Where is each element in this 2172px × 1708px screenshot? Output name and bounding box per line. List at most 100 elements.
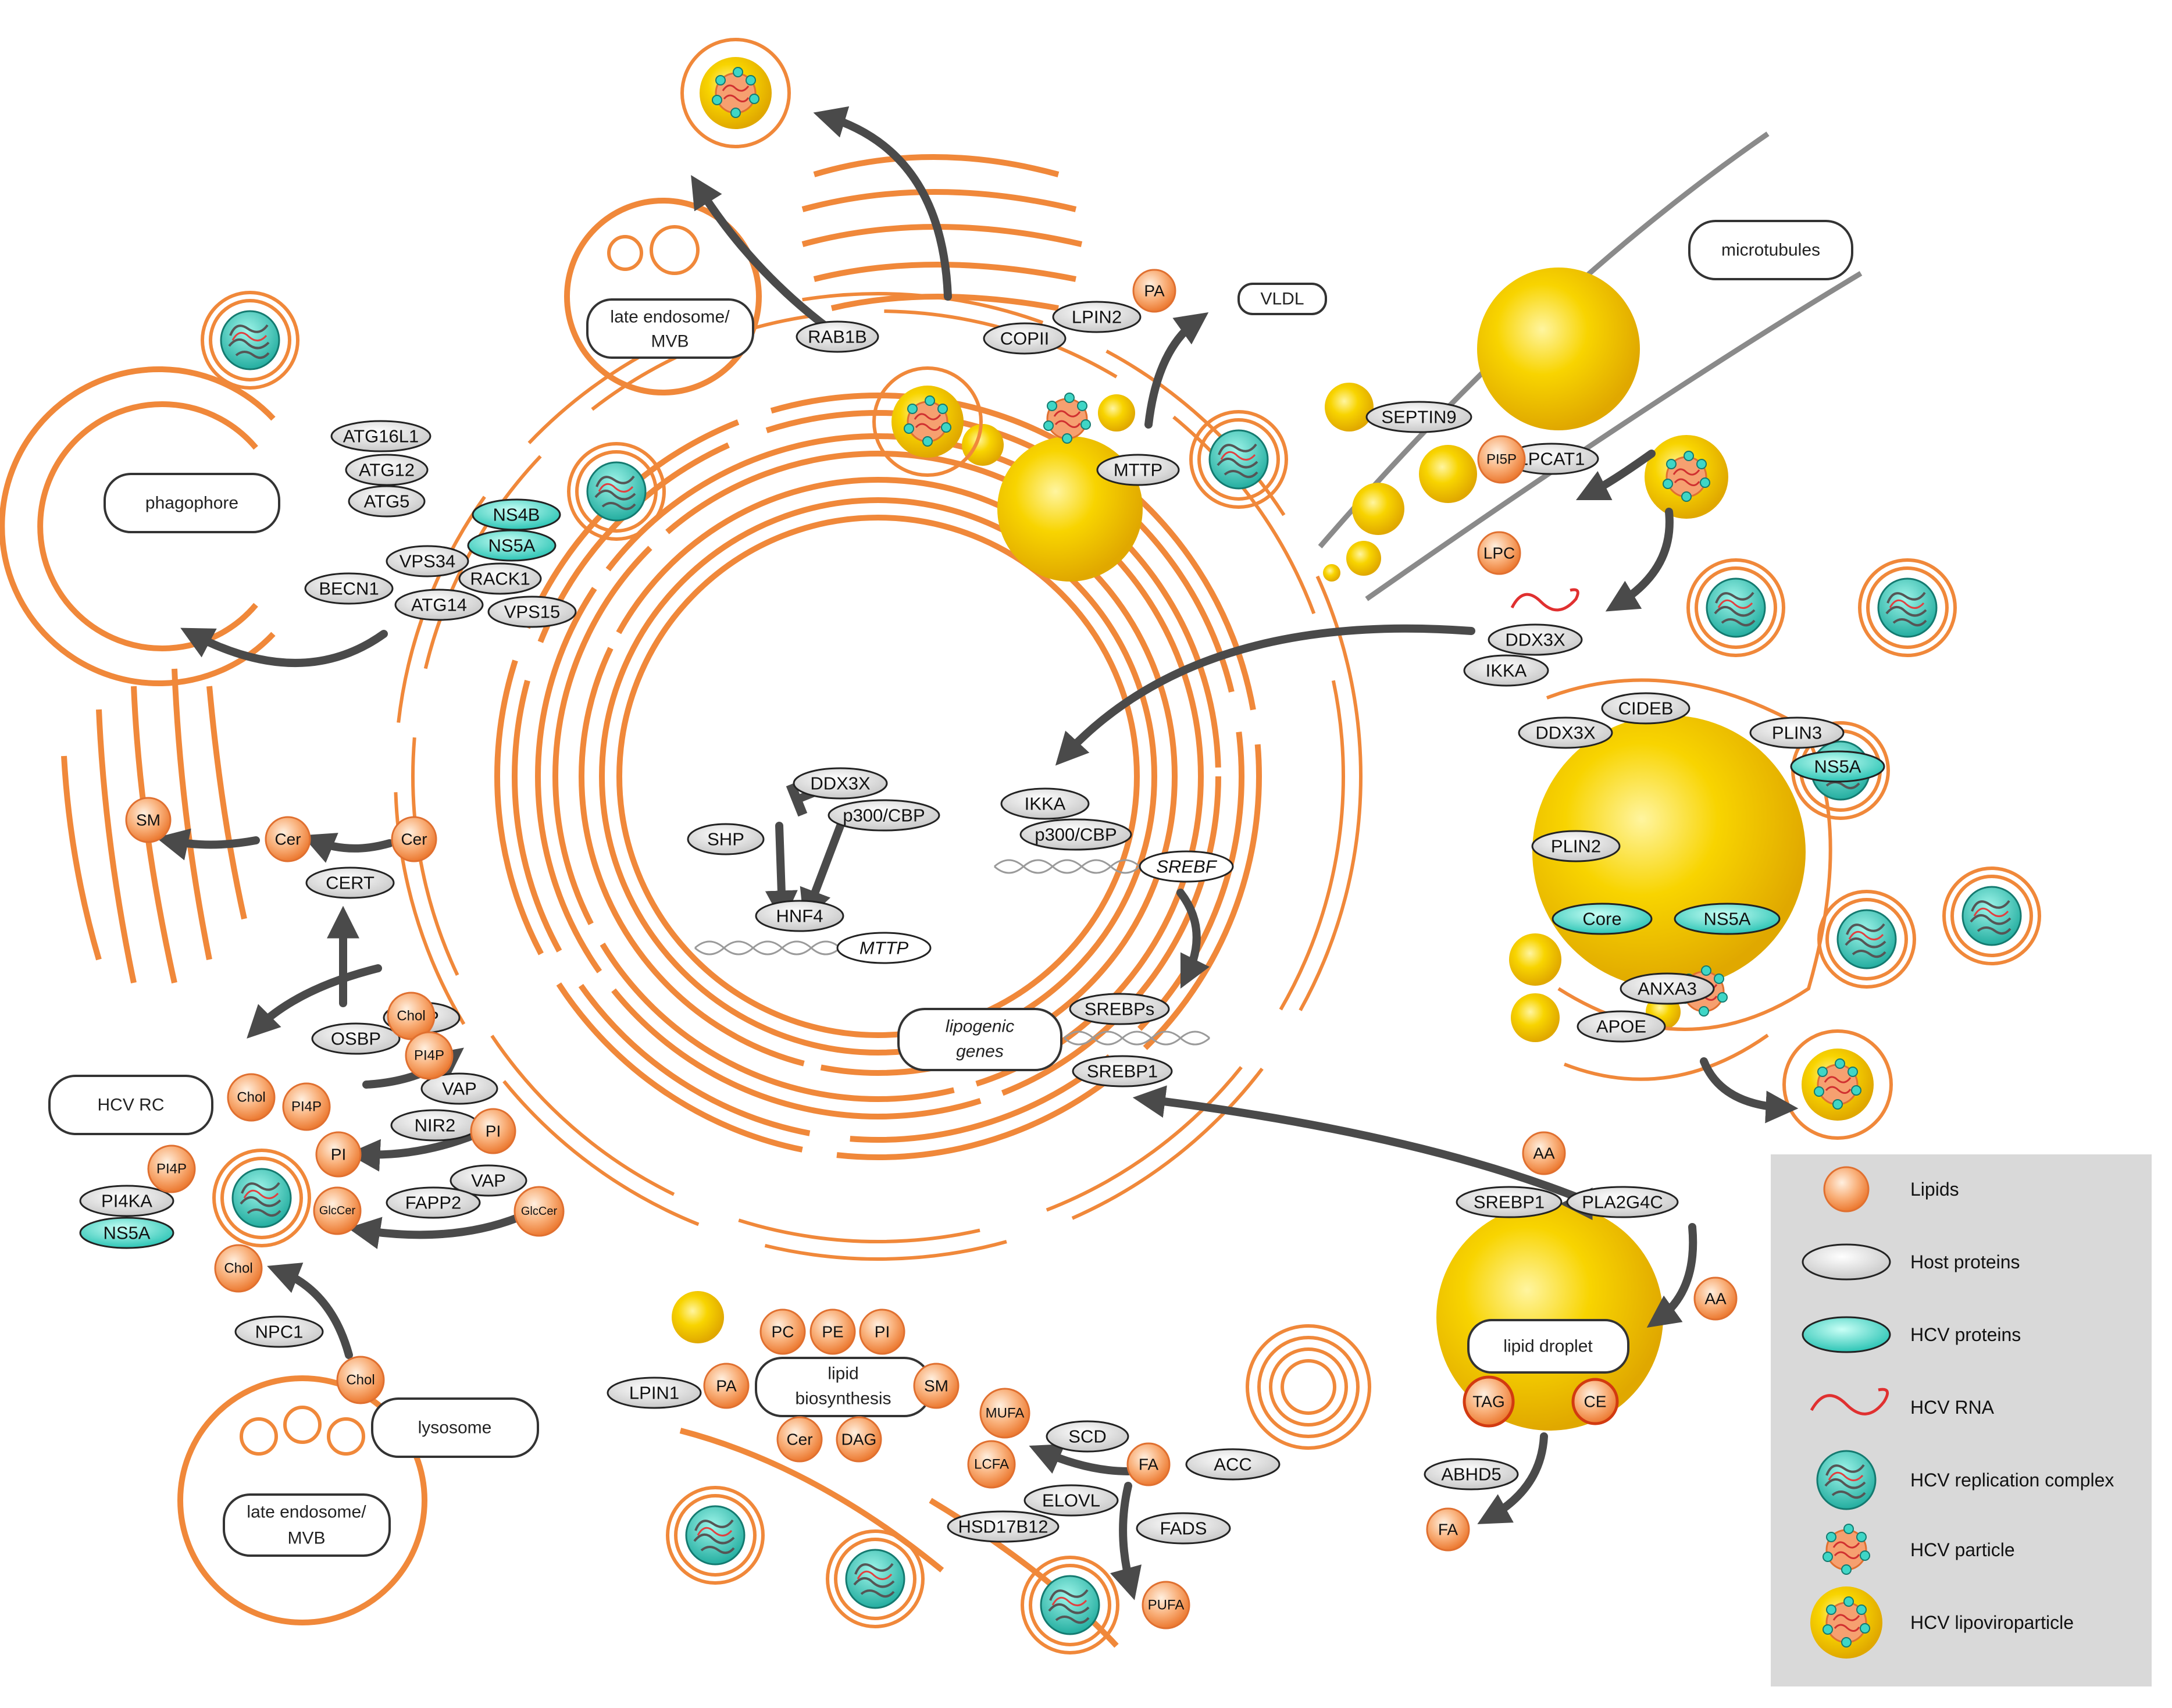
svg-text:lipid: lipid bbox=[828, 1364, 858, 1383]
host-protein-srebps: SREBPs bbox=[1069, 993, 1170, 1025]
lipid-sm-bio: SM bbox=[913, 1363, 960, 1409]
label-hnf4: HNF4 bbox=[776, 906, 823, 926]
label-chol-1: Chol bbox=[397, 1008, 425, 1024]
host-protein-scd: SCD bbox=[1046, 1420, 1129, 1453]
lipogenic-genes-box: lipogenic genes bbox=[897, 1008, 1062, 1071]
lipid-biosynthesis-box: lipid biosynthesis bbox=[755, 1357, 932, 1417]
label-rack1: RACK1 bbox=[470, 569, 530, 589]
svg-text:late endosome/: late endosome/ bbox=[247, 1503, 366, 1522]
host-protein-acc: ACC bbox=[1185, 1448, 1281, 1481]
host-protein-shp: SHP bbox=[687, 823, 765, 855]
lipid-pi-1: PI bbox=[315, 1131, 362, 1178]
host-protein-apoe: APOE bbox=[1577, 1010, 1666, 1043]
legend-hcv-rna-icon bbox=[1810, 1388, 1889, 1415]
lipid-ce: CE bbox=[1571, 1378, 1619, 1425]
host-protein-atg14: ATG14 bbox=[394, 589, 484, 621]
lipid-cer-1: Cer bbox=[265, 816, 311, 862]
host-protein-rack1: RACK1 bbox=[458, 562, 542, 595]
host-protein-vap2: VAP bbox=[420, 1072, 498, 1105]
label-core: Core bbox=[1582, 909, 1621, 929]
label-becn1: BECN1 bbox=[319, 579, 379, 599]
vldl-box: VLDL bbox=[1237, 283, 1327, 315]
label-mufa: MUFA bbox=[986, 1406, 1025, 1421]
label-chol-3: Chol bbox=[224, 1261, 252, 1276]
label-plin3: PLIN3 bbox=[1772, 723, 1822, 743]
label-cer-1: Cer bbox=[274, 830, 301, 848]
label-pi4p-2: PI4P bbox=[291, 1099, 322, 1115]
label-hsd17b12: HSD17B12 bbox=[958, 1517, 1048, 1537]
host-protein-atg12: ATG12 bbox=[345, 454, 429, 486]
lipid-tag: TAG bbox=[1463, 1375, 1515, 1428]
late-endosome-bottom-vesicle bbox=[177, 1375, 427, 1625]
lipid-mufa: MUFA bbox=[979, 1388, 1030, 1439]
label-pe: PE bbox=[822, 1323, 843, 1341]
label-sm-bio: SM bbox=[924, 1377, 948, 1395]
label-pa-top: PA bbox=[1144, 282, 1165, 300]
legend-host-protein-icon bbox=[1802, 1243, 1891, 1281]
hcv-protein-ns5a-1: NS5A bbox=[467, 529, 557, 562]
gene-srebf-gene: SREBF bbox=[1139, 850, 1234, 883]
phagophore-membrane bbox=[0, 366, 276, 686]
hcv-rc-label: HCV RC bbox=[97, 1096, 164, 1115]
hcv-protein-ns5a-ld2: NS5A bbox=[1674, 903, 1781, 935]
host-protein-ddx3x-nuc: DDX3X bbox=[793, 767, 888, 800]
lysosome-box: lysosome bbox=[371, 1397, 539, 1458]
lipid-sm-left: SM bbox=[125, 797, 172, 843]
label-aa-2: AA bbox=[1704, 1290, 1727, 1308]
vldl-label: VLDL bbox=[1260, 290, 1304, 309]
lipid-pi5p: PI5P bbox=[1477, 435, 1526, 484]
label-vap2: VAP bbox=[442, 1079, 477, 1099]
host-protein-ikka-nuc: IKKA bbox=[1000, 787, 1090, 820]
hcv-protein-ns5a-ld: NS5A bbox=[1790, 750, 1885, 783]
host-protein-p300-2: p300/CBP bbox=[1019, 818, 1132, 851]
label-srebp1-nuc: SREBP1 bbox=[1087, 1061, 1158, 1082]
legend: Lipids Host proteins HCV proteins HCV RN… bbox=[1771, 1154, 2152, 1686]
label-vap3: VAP bbox=[471, 1171, 506, 1191]
multilamellar-body bbox=[1246, 1324, 1371, 1450]
label-glccer-1: GlcCer bbox=[319, 1204, 356, 1217]
host-protein-cert: CERT bbox=[305, 867, 395, 899]
label-fapp2: FAPP2 bbox=[405, 1193, 462, 1213]
hcv-protein-core: Core bbox=[1552, 903, 1653, 935]
legend-hcv-rna-label: HCV RNA bbox=[1910, 1397, 1995, 1418]
lipid-pa-top: PA bbox=[1132, 269, 1176, 313]
host-protein-atg5: ATG5 bbox=[348, 485, 426, 518]
label-ce: CE bbox=[1584, 1393, 1607, 1411]
label-ns5a-ld2: NS5A bbox=[1704, 909, 1751, 929]
host-protein-vps15: VPS15 bbox=[487, 596, 577, 628]
svg-text:genes: genes bbox=[956, 1042, 1004, 1061]
label-osbp: OSBP bbox=[331, 1029, 381, 1049]
legend-hcv-rc-label: HCV replication complex bbox=[1910, 1470, 2114, 1491]
host-protein-cideb: CIDEB bbox=[1601, 692, 1690, 725]
lipid-pa-bio: PA bbox=[703, 1363, 750, 1409]
label-apoe: APOE bbox=[1596, 1017, 1646, 1037]
label-rab1b: RAB1B bbox=[808, 327, 867, 347]
label-pi5p: PI5P bbox=[1486, 452, 1517, 468]
lipid-chol-1: Chol bbox=[387, 992, 436, 1040]
legend-hcv-protein-icon bbox=[1802, 1316, 1891, 1353]
label-elovl: ELOVL bbox=[1042, 1491, 1100, 1511]
late-endosome-top-vesicle bbox=[564, 198, 762, 395]
label-scd: SCD bbox=[1068, 1427, 1106, 1447]
lipid-chol-3: Chol bbox=[214, 1244, 263, 1293]
host-protein-becn1: BECN1 bbox=[304, 572, 394, 605]
host-protein-abhd5: ABHD5 bbox=[1424, 1458, 1519, 1491]
phagophore-box: phagophore bbox=[104, 473, 280, 533]
host-protein-plin3: PLIN3 bbox=[1749, 716, 1845, 749]
host-protein-mttp: MTTP bbox=[1096, 454, 1180, 486]
host-protein-lpin1: LPIN1 bbox=[607, 1377, 702, 1409]
label-pa-bio: PA bbox=[716, 1377, 737, 1395]
label-atg5: ATG5 bbox=[364, 491, 410, 512]
lipid-chol-4: Chol bbox=[336, 1356, 385, 1404]
lipid-pi4p-3: PI4P bbox=[147, 1144, 196, 1193]
host-protein-lpcat1: LPCAT1 bbox=[1504, 443, 1599, 475]
label-cer-2: Cer bbox=[401, 830, 427, 848]
phagophore-label: phagophore bbox=[145, 494, 238, 513]
host-protein-ikka-top: IKKA bbox=[1463, 654, 1549, 687]
label-vps34: VPS34 bbox=[400, 551, 456, 572]
label-shp: SHP bbox=[707, 829, 744, 850]
label-vps15: VPS15 bbox=[504, 602, 561, 622]
svg-text:lipogenic: lipogenic bbox=[946, 1017, 1014, 1036]
lipid-pe: PE bbox=[809, 1308, 856, 1355]
